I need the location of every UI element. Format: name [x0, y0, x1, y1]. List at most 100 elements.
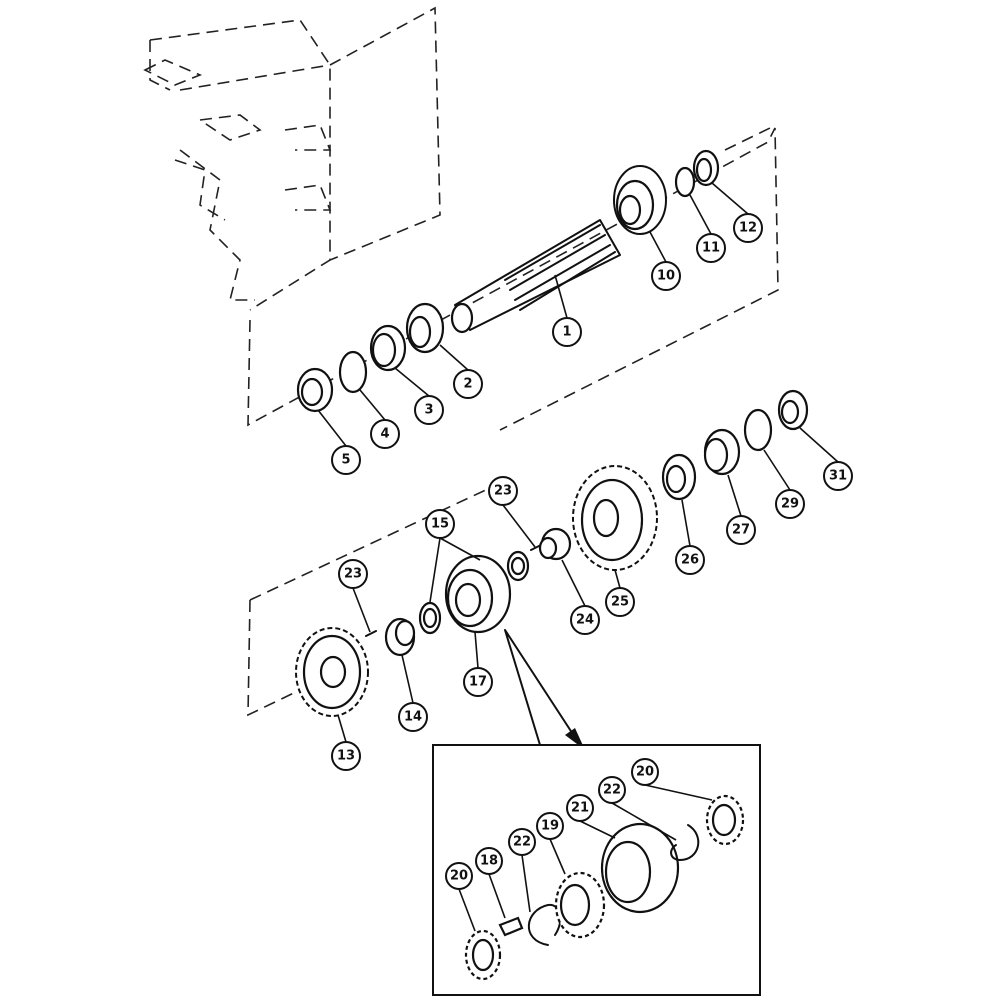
svg-text:5: 5 — [341, 453, 350, 468]
transmission-housing — [143, 6, 441, 311]
bushing-24 — [538, 527, 572, 561]
gear-13 — [295, 627, 369, 717]
bushing-14 — [384, 617, 416, 657]
callout-layer: 1 2 3 4 5 10 11 12 13 14 15 17 23 23 24 … — [331, 213, 853, 890]
svg-text:3: 3 — [424, 403, 433, 418]
race-3 — [369, 324, 407, 372]
ring-15 — [418, 601, 442, 635]
svg-text:10: 10 — [657, 269, 675, 284]
inset-callout-20-b[interactable]: 20 — [631, 758, 659, 786]
leader-line — [488, 873, 506, 919]
svg-text:1: 1 — [562, 325, 571, 340]
leader-line — [439, 344, 469, 371]
svg-text:20: 20 — [636, 765, 654, 780]
leader-line — [394, 367, 430, 397]
leader-line — [474, 631, 479, 669]
leader-line — [763, 449, 791, 491]
inset-snap-ring-22-b — [670, 824, 700, 861]
callout-1[interactable]: 1 — [552, 317, 582, 347]
callout-2[interactable]: 2 — [453, 369, 483, 399]
callout-4[interactable]: 4 — [370, 419, 400, 449]
inset-callout-18[interactable]: 18 — [475, 847, 503, 875]
leader-line — [689, 194, 712, 235]
gear-25 — [572, 465, 658, 571]
leader-line — [439, 537, 481, 561]
svg-text:12: 12 — [739, 221, 757, 236]
race-27 — [703, 428, 741, 476]
callout-17[interactable]: 17 — [463, 667, 493, 697]
callout-10[interactable]: 10 — [651, 261, 681, 291]
inset-callout-20-a[interactable]: 20 — [445, 862, 473, 890]
callout-29[interactable]: 29 — [775, 489, 805, 519]
svg-text:18: 18 — [480, 854, 498, 869]
inset-callout-22-b[interactable]: 22 — [598, 776, 626, 804]
inset-key-18 — [498, 916, 524, 937]
ring-15-b — [506, 550, 530, 582]
svg-text:11: 11 — [702, 241, 720, 256]
leader-line — [352, 587, 371, 633]
leader-line — [681, 499, 691, 547]
callout-31[interactable]: 31 — [823, 461, 853, 491]
leader-line — [727, 474, 742, 517]
svg-text:26: 26 — [681, 553, 699, 568]
leader-line — [337, 714, 347, 743]
svg-text:17: 17 — [469, 675, 487, 690]
svg-text:22: 22 — [513, 835, 531, 850]
leader-line — [579, 820, 616, 839]
callout-11[interactable]: 11 — [696, 233, 726, 263]
leader-line — [554, 274, 568, 319]
leader-line — [458, 888, 476, 932]
svg-text:27: 27 — [732, 523, 750, 538]
callout-23-upper[interactable]: 23 — [488, 476, 518, 506]
callout-3[interactable]: 3 — [414, 395, 444, 425]
leader-line — [611, 802, 677, 841]
inset-callout-22-a[interactable]: 22 — [508, 828, 536, 856]
inset-hub-19 — [554, 871, 606, 939]
leader-lines — [317, 182, 839, 932]
snap-ring-4 — [338, 350, 368, 394]
inset-callout-19[interactable]: 19 — [536, 812, 564, 840]
callout-12[interactable]: 12 — [733, 213, 763, 243]
callout-25[interactable]: 25 — [605, 587, 635, 617]
snap-ring-29 — [743, 408, 773, 452]
callout-5[interactable]: 5 — [331, 445, 361, 475]
main-shaft — [450, 219, 621, 334]
gear-10 — [613, 165, 667, 235]
leader-line — [799, 427, 839, 463]
bearing-2 — [405, 302, 445, 354]
pin-23-lower — [365, 630, 377, 637]
inset-ring-20-a — [464, 929, 502, 981]
callout-13[interactable]: 13 — [331, 741, 361, 771]
leader-line — [649, 231, 667, 263]
leader-line — [502, 504, 536, 548]
svg-text:20: 20 — [450, 869, 468, 884]
svg-text:2: 2 — [463, 377, 472, 392]
callout-15[interactable]: 15 — [425, 509, 455, 539]
svg-text:15: 15 — [431, 517, 449, 532]
ring-11 — [674, 166, 696, 198]
svg-text:14: 14 — [404, 710, 422, 725]
callout-14[interactable]: 14 — [398, 702, 428, 732]
leader-line — [711, 182, 749, 215]
callout-23-lower[interactable]: 23 — [338, 559, 368, 589]
callout-24[interactable]: 24 — [570, 605, 600, 635]
svg-text:25: 25 — [611, 595, 629, 610]
inset-sleeve-21 — [600, 822, 680, 914]
seal-31 — [777, 389, 809, 431]
bearing-26 — [661, 453, 697, 501]
svg-text:23: 23 — [494, 484, 512, 499]
callout-27[interactable]: 27 — [726, 515, 756, 545]
leader-line — [614, 569, 621, 589]
inset-ring-20-b — [705, 794, 745, 846]
synchronizer-17 — [444, 554, 512, 634]
leader-line — [644, 784, 713, 801]
leader-line — [359, 389, 386, 421]
svg-text:31: 31 — [829, 469, 847, 484]
callout-26[interactable]: 26 — [675, 545, 705, 575]
svg-text:21: 21 — [571, 801, 589, 816]
svg-text:24: 24 — [576, 613, 594, 628]
leader-line — [429, 537, 441, 603]
inset-callout-21[interactable]: 21 — [566, 794, 594, 822]
